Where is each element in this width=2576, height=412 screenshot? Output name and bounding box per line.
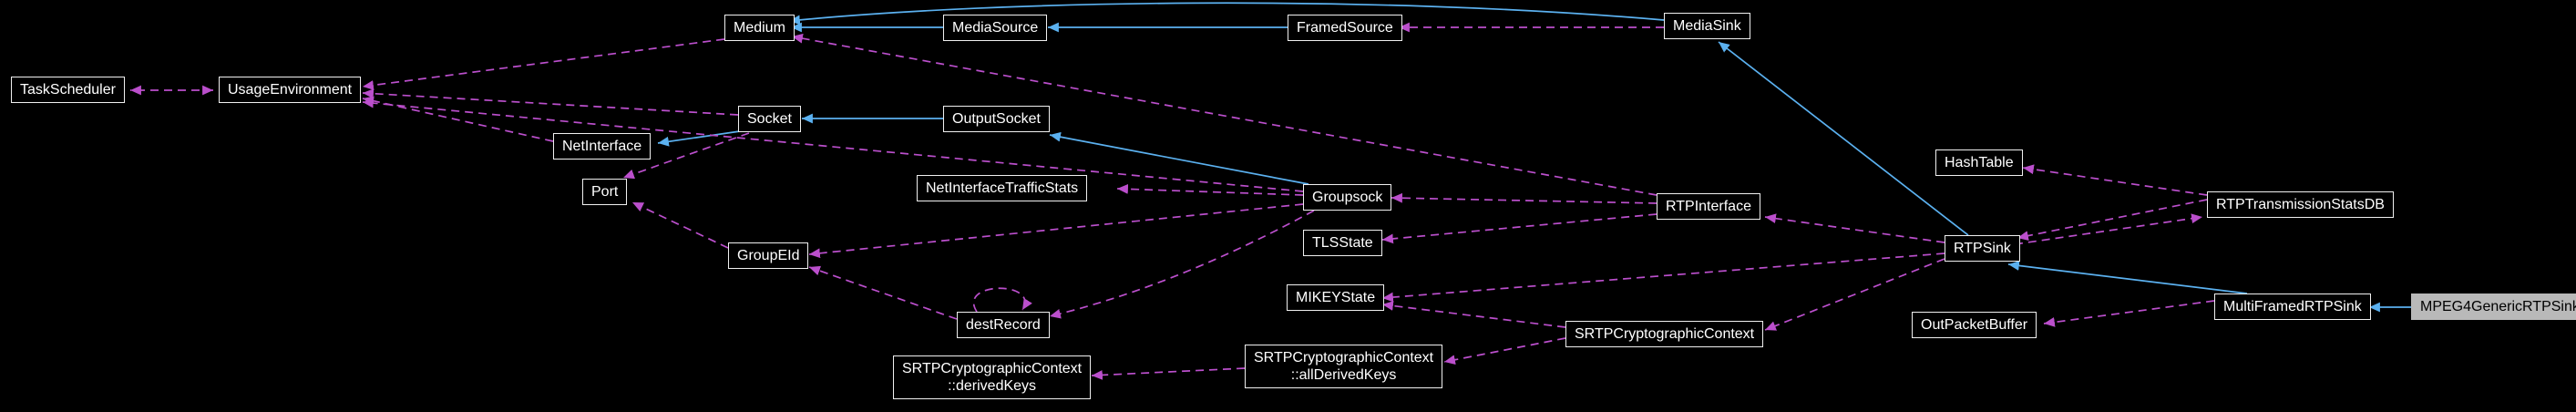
edge-srtp-cryptographic-context-to-mikey-state — [1381, 301, 1566, 328]
node-mikey-state[interactable]: MIKEYState — [1287, 284, 1385, 311]
edge-rtp-interface-to-tls-state — [1381, 213, 1657, 244]
edge-multi-framed-rtp-sink-to-out-packet-buffer — [2043, 300, 2215, 327]
node-hash-table[interactable]: HashTable — [1935, 149, 2023, 176]
edge-groupsock-to-dest-record — [1049, 210, 1315, 319]
node-srtp-allderivedkeys[interactable]: SRTPCryptographicContext ::allDerivedKey… — [1245, 345, 1443, 388]
edge-dest-record-to-group-eid — [808, 265, 958, 320]
node-task-scheduler[interactable]: TaskScheduler — [11, 77, 125, 103]
edge-socket-to-port — [622, 132, 750, 180]
node-multi-framed-rtp-sink[interactable]: MultiFramedRTPSink — [2214, 294, 2371, 320]
edge-media-sink-to-medium — [788, 2, 1665, 26]
edge-dest-record-to-dest-record — [973, 287, 1032, 313]
node-srtp-cryptographic-context[interactable]: SRTPCryptographicContext — [1565, 321, 1764, 347]
edge-net-interface-to-usage-environment — [362, 96, 554, 142]
node-media-source[interactable]: MediaSource — [943, 15, 1048, 41]
edge-rtp-sink-to-srtp-cryptographic-context — [1764, 258, 1945, 331]
edge-rtp-transmission-stats-db-to-rtp-sink — [2017, 199, 2208, 241]
node-out-packet-buffer[interactable]: OutPacketBuffer — [1912, 312, 2037, 338]
edge-multi-framed-rtp-sink-to-rtp-sink — [2007, 261, 2248, 294]
edge-rtp-sink-to-rtp-transmission-stats-db — [2014, 213, 2203, 245]
node-port[interactable]: Port — [582, 179, 628, 205]
edge-group-eid-to-port — [631, 201, 729, 249]
node-usage-environment[interactable]: UsageEnvironment — [219, 77, 362, 103]
edge-rtp-sink-to-mikey-state — [1381, 252, 1945, 303]
node-rtp-interface[interactable]: RTPInterface — [1657, 193, 1760, 220]
node-net-interface-traffic-stats[interactable]: NetInterfaceTrafficStats — [917, 175, 1088, 201]
edge-srtp-allderivedkeys-to-srtp-derivedkeys — [1091, 367, 1246, 380]
edge-groupsock-to-usage-environment — [362, 98, 1304, 192]
edge-rtp-transmission-stats-db-to-hash-table — [2022, 164, 2208, 196]
node-srtp-derivedkeys[interactable]: SRTPCryptographicContext ::derivedKeys — [893, 355, 1092, 399]
node-net-interface[interactable]: NetInterface — [553, 133, 652, 160]
node-group-eid[interactable]: GroupEId — [728, 242, 809, 269]
edge-rtp-sink-to-rtp-interface — [1764, 213, 1945, 243]
node-output-socket[interactable]: OutputSocket — [943, 106, 1050, 132]
edge-rtp-interface-to-groupsock — [1391, 192, 1657, 204]
edge-medium-to-usage-environment — [362, 38, 725, 90]
edge-rtp-sink-to-media-sink — [1718, 41, 1969, 236]
node-groupsock[interactable]: Groupsock — [1303, 184, 1392, 211]
edge-groupsock-to-output-socket — [1049, 131, 1309, 185]
node-rtp-sink[interactable]: RTPSink — [1945, 235, 2020, 262]
edge-groupsock-to-net-interface-traffic-stats — [1116, 183, 1304, 196]
edge-srtp-cryptographic-context-to-srtp-allderivedkeys — [1443, 337, 1566, 366]
edge-rtp-interface-to-medium — [791, 33, 1657, 196]
node-dest-record[interactable]: destRecord — [957, 312, 1050, 338]
node-medium[interactable]: Medium — [724, 15, 795, 41]
edge-socket-to-usage-environment — [362, 88, 739, 116]
node-socket[interactable]: Socket — [738, 106, 801, 132]
edge-groupsock-to-group-eid — [808, 203, 1304, 259]
node-tls-state[interactable]: TLSState — [1303, 230, 1382, 256]
node-media-sink[interactable]: MediaSink — [1664, 13, 1750, 39]
node-mpeg4-generic-rtp-sink: MPEG4GenericRTPSink — [2411, 294, 2576, 320]
node-rtp-transmission-stats-db[interactable]: RTPTransmissionStatsDB — [2207, 191, 2394, 218]
node-framed-source[interactable]: FramedSource — [1288, 15, 1402, 41]
edge-socket-to-net-interface — [657, 130, 741, 147]
